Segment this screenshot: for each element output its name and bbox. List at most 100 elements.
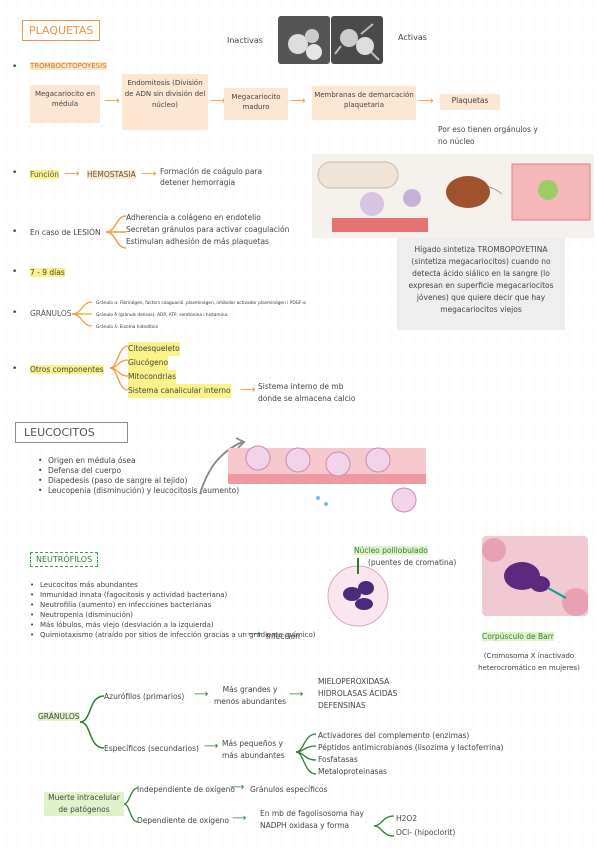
branch-arrows	[123, 787, 139, 823]
barr-body-image	[482, 536, 588, 616]
bullet: •	[12, 364, 18, 374]
granulo-item: Gránulo α: Fibrinógen, factors coaguació…	[96, 301, 306, 306]
azur-list: MIELOPEROXIDASA HIDROLASAS ÁCIDAS DEFENS…	[318, 676, 397, 712]
arrow-right-icon: ⟶	[232, 813, 247, 824]
gran-esp-label: Gránulos específicos	[250, 785, 328, 794]
higado-note: Hígado sintetiza TROMBOPOYETINA (sinteti…	[397, 238, 565, 330]
h2o2-label: H2O2	[396, 814, 418, 823]
esp-item: Péptidos antimicrobianos (lisozima y lac…	[318, 743, 504, 752]
inactivas-label: Inactivas	[227, 36, 263, 45]
leucocitos-item: Diapedesis (paso de sangre al tejido)	[38, 476, 239, 486]
formacion-text: Formación de coágulo para detener hemorr…	[160, 167, 263, 187]
neutrofilos-item: Más lóbulos, más viejo (desviación a la …	[30, 620, 316, 630]
neutrofilos-item: Leucocitos más abundantes	[30, 580, 316, 590]
neutrofilos-item: Neutrofilia (aumento) en infecciones bac…	[30, 600, 316, 610]
flow-step-5: Plaquetas	[440, 94, 500, 110]
especificos-label: Específicos (secundarios)	[104, 744, 199, 753]
funcion-label: Función	[30, 170, 59, 179]
neutrofilos-list: Leucocitos más abundantes Inmunidad inna…	[30, 580, 316, 640]
trombocitopoyesis-label: TROMBOCITOPOYESIS	[30, 62, 107, 70]
leucocitos-list: Origen en médula ósea Defensa del cuerpo…	[38, 456, 239, 496]
branch-arrows	[105, 215, 127, 249]
cromosoma-note: (Cromosoma X inactivado heterocromático …	[478, 652, 580, 672]
bullet: •	[12, 308, 18, 318]
arrow-right-icon: ⟶	[194, 689, 209, 700]
otros-label: Otros componentes	[30, 365, 104, 374]
hemostasia-label: HEMOSTASIA	[87, 170, 136, 179]
neutrofilos-item: Neutropenia (disminución)	[30, 610, 316, 620]
granulo-item: Gránulo λ: Enzima hidrolítica	[96, 325, 159, 330]
otros-item: Sistema canalicular interno	[128, 384, 231, 398]
arrow-right-icon: ⟶	[204, 741, 219, 752]
azurofilos-label: Azurófilos (primarios)	[104, 692, 185, 701]
esp-item: Activadores del complemento (enzimas)	[318, 731, 470, 740]
azur-item: HIDROLASAS ÁCIDAS	[318, 689, 398, 698]
branch-arrows	[71, 301, 93, 327]
lesion-item: Secretan gránulos para activar coagulaci…	[126, 225, 290, 234]
bullet: •	[12, 168, 18, 178]
independiente-label: Independiente de oxígeno	[137, 785, 235, 794]
inactive-platelets-image	[278, 16, 330, 64]
curved-arrow	[199, 437, 246, 495]
lesion-item: Adherencia a colágeno en endotelio	[126, 213, 261, 222]
branch-arrows	[109, 345, 129, 391]
thrombopoiesis-diagram	[312, 154, 594, 238]
arrow-right-icon: ⟶	[64, 167, 80, 180]
granulos-list: Gránulo α: Fibrinógen, factors coaguació…	[96, 298, 306, 334]
granulo-item: Gránulo δ (gránuls densos): ADP, ATP, se…	[96, 313, 229, 318]
arrow-right-icon: ⟶	[104, 94, 120, 107]
arrow-right-icon: ⟶	[289, 689, 304, 700]
flow-step-4: Membranas de demarcación plaquetaria	[312, 86, 416, 120]
arrow-right-icon: ⟶	[418, 94, 434, 107]
esp-item: Metaloproteinasas	[318, 767, 387, 776]
branch-arrows	[373, 815, 395, 837]
plaquetas-title: PLAQUETAS	[22, 20, 101, 41]
oxidant-list: H2O2 OCl- (hipoclorit)	[396, 812, 455, 840]
bullet: •	[12, 267, 18, 277]
diapedesis-diagram	[228, 418, 426, 522]
otros-item: Citoesqueleto	[128, 342, 180, 356]
leucocitos-title: LEUCOCITOS	[15, 422, 128, 443]
otros-item: Glucógeno	[128, 356, 169, 370]
leucocitos-item: Defensa del cuerpo	[38, 466, 239, 476]
corpusculo-label: Corpúsculo de Barr	[482, 632, 554, 641]
leucocitos-item: Leucopenia (disminución) y leucocitosis …	[38, 486, 239, 496]
neutrofilos-item: Quimiotaxismo (atraído por sitios de inf…	[30, 630, 316, 640]
sistema-desc: Sistema interno de mb donde se almacena …	[258, 382, 356, 403]
arrow-right-icon: ⟶	[230, 782, 245, 793]
granulos-neutro-label: GRÁNULOS	[38, 712, 80, 721]
granulos-label: GRÁNULOS	[30, 309, 72, 318]
azur-item: DEFENSINAS	[318, 701, 366, 710]
arrow-right-icon: ⟶	[141, 167, 157, 180]
active-platelets-image	[331, 16, 383, 64]
branch-arrows	[295, 733, 317, 775]
flow-step-2: Endomitosis (División de ADN sin divisió…	[122, 74, 208, 130]
arrow-right-icon: ⟶	[240, 383, 256, 396]
puentes-label: (puentes de cromatina)	[368, 558, 457, 567]
nucleo-label: Núcleo polilobulado	[354, 546, 428, 555]
mas-grandes-text: Más grandes y menos abundantes	[214, 685, 286, 706]
otros-item: Mitocondrias	[128, 370, 176, 384]
flow-step-3: Megacariocito maduro	[224, 88, 288, 120]
infeccion-label: Infección	[266, 632, 300, 641]
por-eso-note: Por eso tienen orgánulos y no núcleo	[438, 125, 538, 146]
neutrofilos-item: Inmunidad innata (fagocitosis y activida…	[30, 590, 316, 600]
bullet: •	[12, 62, 18, 72]
muerte-label: Muerte intracelular de patógenos	[44, 792, 124, 816]
arrow-right-icon: ⟶	[247, 629, 262, 640]
lesion-item: Estimulan adhesión de más plaquetas	[126, 237, 269, 246]
esp-list: Activadores del complemento (enzimas) Pé…	[318, 730, 503, 778]
bullet: •	[12, 227, 18, 237]
arrow-right-icon: ⟶	[290, 94, 306, 107]
neutrofilos-title: NEUTRÓFILOS	[30, 552, 99, 567]
lesion-list: Adherencia a colágeno en endotelio Secre…	[126, 212, 289, 248]
ocl-label: OCl- (hipoclorit)	[396, 828, 456, 837]
activas-label: Activas	[398, 33, 427, 42]
mas-pequenos-text: Más pequeños y más abundantes	[222, 739, 285, 760]
flow-step-1: Megacariocito en médula	[30, 85, 100, 123]
azur-item: MIELOPEROXIDASA	[318, 677, 390, 686]
arrow-right-icon: ⟶	[210, 94, 226, 107]
leucocitos-item: Origen en médula ósea	[38, 456, 239, 466]
branch-arrows	[79, 695, 105, 749]
otros-list: Citoesqueleto Glucógeno Mitocondrias Sis…	[128, 342, 231, 398]
